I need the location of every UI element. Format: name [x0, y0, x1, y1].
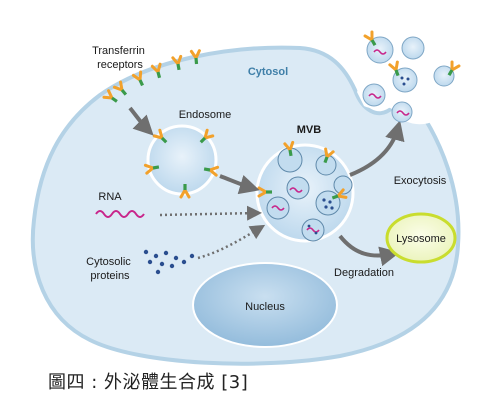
endosome-label: Endosome	[179, 109, 232, 121]
cytosolic-line2: proteins	[90, 270, 130, 282]
rna-label: RNA	[98, 191, 122, 203]
rna-icon	[306, 227, 320, 233]
transferrin-receptors-label: Transferrin receptors	[92, 45, 148, 71]
intraluminal-vesicle	[315, 190, 341, 216]
lysosome-label: Lysosome	[396, 233, 446, 245]
mvb-label: MVB	[297, 124, 322, 136]
exocytosis-label: Exocytosis	[394, 175, 447, 187]
degradation-label: Degradation	[334, 267, 394, 279]
cytosolic-proteins-icon	[143, 249, 195, 275]
cytosolic-line1: Cytosolic	[86, 256, 131, 268]
rna-icon	[373, 49, 387, 55]
figure-caption: 圖四 : 外泌體生合成 [3]	[48, 372, 249, 393]
rna-icon	[289, 187, 303, 193]
exosome	[433, 65, 455, 87]
intraluminal-vesicle	[286, 176, 310, 200]
intraluminal-vesicle	[333, 175, 353, 195]
arrow-to-mvb	[219, 174, 260, 195]
lysosome	[385, 212, 457, 264]
rna-icon	[396, 110, 410, 116]
protein-cluster-icon	[400, 76, 410, 86]
rna-strand-icon	[95, 210, 145, 218]
arrow-rna-to-mvb	[159, 205, 262, 221]
arrow-exocytosis	[349, 120, 405, 177]
transferrin-line2: receptors	[97, 59, 143, 71]
exosome	[401, 36, 425, 60]
arrow-degradation	[338, 234, 400, 267]
nucleus-label: Nucleus	[245, 301, 285, 313]
cytosolic-proteins-label: Cytosolic proteins	[86, 256, 134, 282]
cytosol-label: Cytosol	[248, 66, 288, 78]
arrow-to-endosome	[128, 106, 154, 136]
transferrin-line1: Transferrin	[92, 45, 145, 57]
nucleus	[192, 262, 338, 348]
rna-icon	[368, 93, 382, 99]
protein-cluster-icon	[307, 198, 334, 235]
rna-icon	[271, 205, 285, 211]
arrow-proteins-to-mvb	[197, 224, 266, 260]
